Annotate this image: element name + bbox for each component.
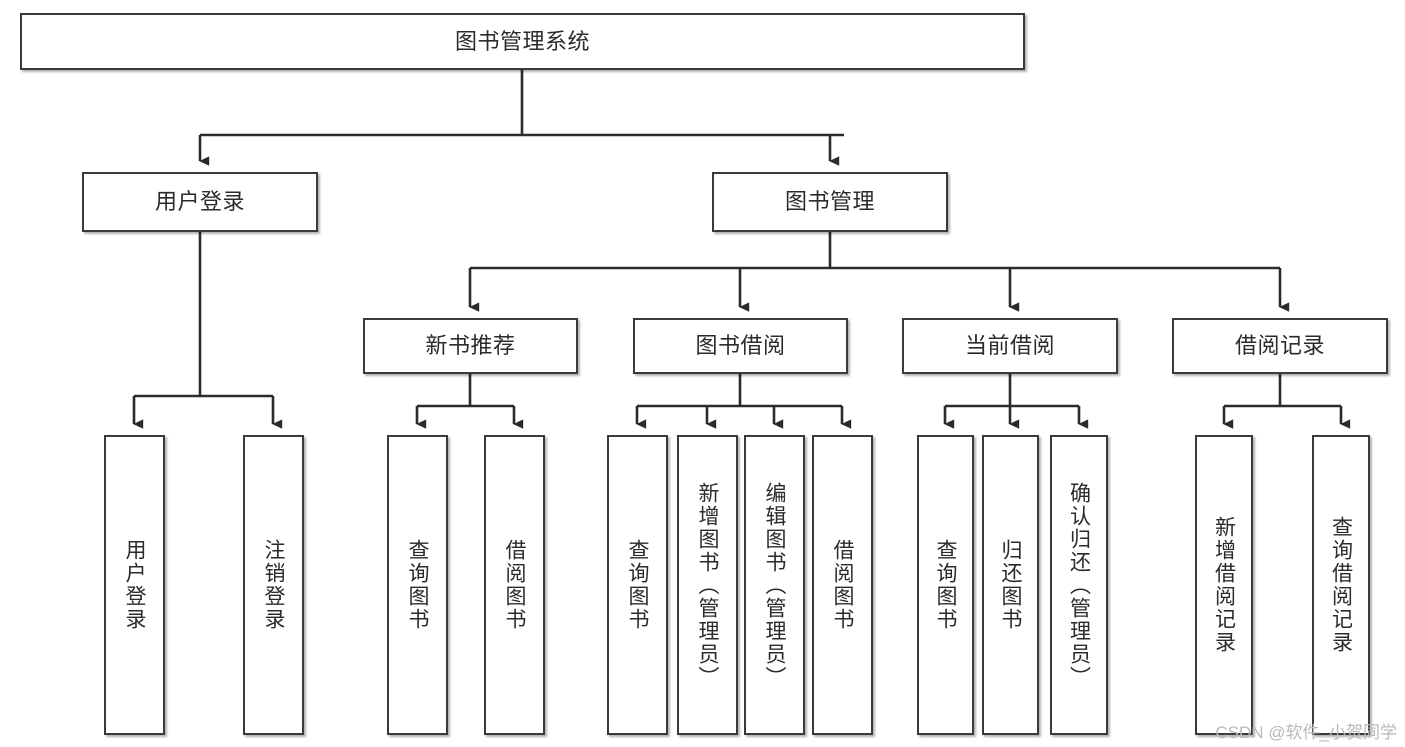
leaf-borrow-book-borrow-label: 借阅图书 <box>831 539 854 631</box>
node-new-book-recommend[interactable]: 新书推荐 <box>363 318 578 374</box>
leaf-query-borrow-record-label: 查询借阅记录 <box>1329 516 1353 654</box>
node-borrow-record-label: 借阅记录 <box>1234 333 1325 359</box>
leaf-add-borrow-record-label: 新增借阅记录 <box>1212 516 1236 654</box>
node-new-book-recommend-label: 新书推荐 <box>425 333 516 359</box>
leaf-borrow-book-borrow[interactable]: 借阅图书 <box>812 435 873 735</box>
leaf-query-book-current[interactable]: 查询图书 <box>917 435 974 735</box>
leaf-confirm-return-admin-label: 确认归还（管理员） <box>1067 481 1091 689</box>
leaf-query-book-newbook-label: 查询图书 <box>406 539 429 631</box>
leaf-add-borrow-record[interactable]: 新增借阅记录 <box>1195 435 1253 735</box>
node-root[interactable]: 图书管理系统 <box>20 13 1025 70</box>
leaf-add-book-admin-label: 新增图书（管理员） <box>696 481 719 689</box>
leaf-add-book-admin[interactable]: 新增图书（管理员） <box>677 435 738 735</box>
leaf-borrow-book-newbook-label: 借阅图书 <box>503 539 526 631</box>
leaf-edit-book-admin-label: 编辑图书（管理员） <box>763 481 786 689</box>
node-book-borrow[interactable]: 图书借阅 <box>633 318 848 374</box>
leaf-query-book-borrow-label: 查询图书 <box>626 539 649 631</box>
node-current-borrow-label: 当前借阅 <box>964 333 1055 359</box>
node-user-login[interactable]: 用户登录 <box>82 172 318 232</box>
leaf-return-book[interactable]: 归还图书 <box>982 435 1039 735</box>
node-book-borrow-label: 图书借阅 <box>695 333 786 359</box>
leaf-return-book-label: 归还图书 <box>999 539 1022 631</box>
watermark: CSDN @软件_小贺同学 <box>1215 723 1397 742</box>
node-borrow-record[interactable]: 借阅记录 <box>1172 318 1388 374</box>
leaf-query-book-newbook[interactable]: 查询图书 <box>387 435 448 735</box>
leaf-confirm-return-admin[interactable]: 确认归还（管理员） <box>1050 435 1108 735</box>
leaf-query-book-current-label: 查询图书 <box>934 539 957 631</box>
leaf-user-login[interactable]: 用户登录 <box>104 435 165 735</box>
leaf-borrow-book-newbook[interactable]: 借阅图书 <box>484 435 545 735</box>
leaf-query-borrow-record[interactable]: 查询借阅记录 <box>1312 435 1370 735</box>
leaf-logout[interactable]: 注销登录 <box>243 435 304 735</box>
node-user-login-label: 用户登录 <box>154 189 245 215</box>
leaf-edit-book-admin[interactable]: 编辑图书（管理员） <box>744 435 805 735</box>
node-book-management[interactable]: 图书管理 <box>712 172 948 232</box>
leaf-query-book-borrow[interactable]: 查询图书 <box>607 435 668 735</box>
leaf-user-login-label: 用户登录 <box>123 539 146 631</box>
leaf-logout-label: 注销登录 <box>262 539 285 631</box>
node-current-borrow[interactable]: 当前借阅 <box>902 318 1118 374</box>
node-root-label: 图书管理系统 <box>454 28 590 54</box>
node-book-management-label: 图书管理 <box>784 189 875 215</box>
